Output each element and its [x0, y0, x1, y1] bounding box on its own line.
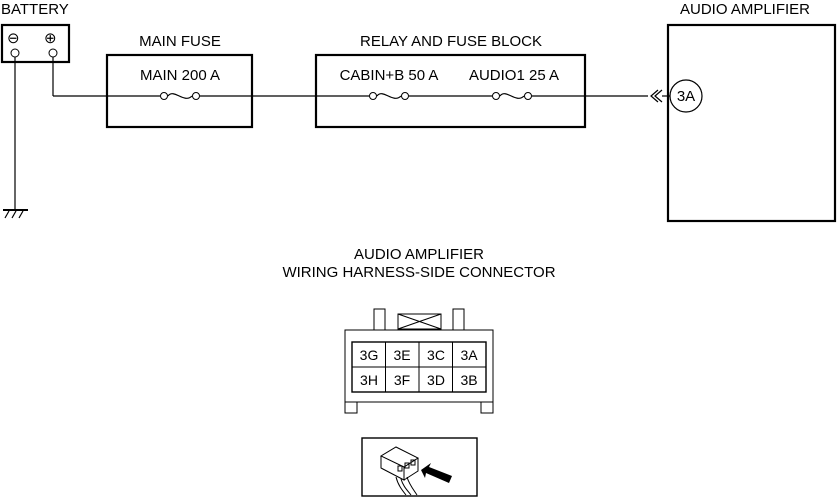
- connector-plug-icon: [650, 89, 670, 103]
- relay-fuse-block-box: CABIN+B 50 A AUDIO1 25 A: [314, 53, 587, 129]
- harness-side-view-icon: [361, 437, 478, 497]
- fuse-audio1-label: AUDIO1 25 A: [469, 67, 559, 84]
- pin-3h: 3H: [360, 372, 378, 388]
- main-fuse-title: MAIN FUSE: [139, 33, 221, 50]
- main-fuse-box: MAIN 200 A: [105, 53, 254, 129]
- battery-negative-icon: ⊖: [7, 30, 20, 47]
- ground-wire: [3, 57, 28, 219]
- relay-fuse-block-title: RELAY AND FUSE BLOCK: [360, 33, 542, 50]
- battery-positive-icon: ⊕: [44, 30, 57, 47]
- connector-title-line2: WIRING HARNESS-SIDE CONNECTOR: [282, 264, 555, 281]
- amplifier-terminal-3a: 3A: [669, 79, 703, 113]
- power-wire: [52, 57, 648, 97]
- audio-amplifier-title: AUDIO AMPLIFIER: [680, 1, 810, 18]
- audio-amplifier-box: [666, 23, 837, 223]
- terminal-label: 3A: [677, 88, 695, 105]
- fuse-cabin-label: CABIN+B 50 A: [340, 67, 439, 84]
- pin-3g: 3G: [360, 347, 379, 363]
- battery-label: BATTERY: [1, 1, 69, 18]
- connector-title-line1: AUDIO AMPLIFIER: [354, 246, 484, 263]
- connector-face: [344, 308, 494, 414]
- pin-3c: 3C: [427, 347, 445, 363]
- pin-3b: 3B: [460, 372, 477, 388]
- pin-3d: 3D: [427, 372, 445, 388]
- pin-3e: 3E: [393, 347, 410, 363]
- battery-symbol: ⊖ ⊕: [0, 23, 71, 64]
- pin-3a: 3A: [460, 347, 478, 363]
- pin-3f: 3F: [394, 372, 410, 388]
- main-fuse-label: MAIN 200 A: [140, 67, 220, 84]
